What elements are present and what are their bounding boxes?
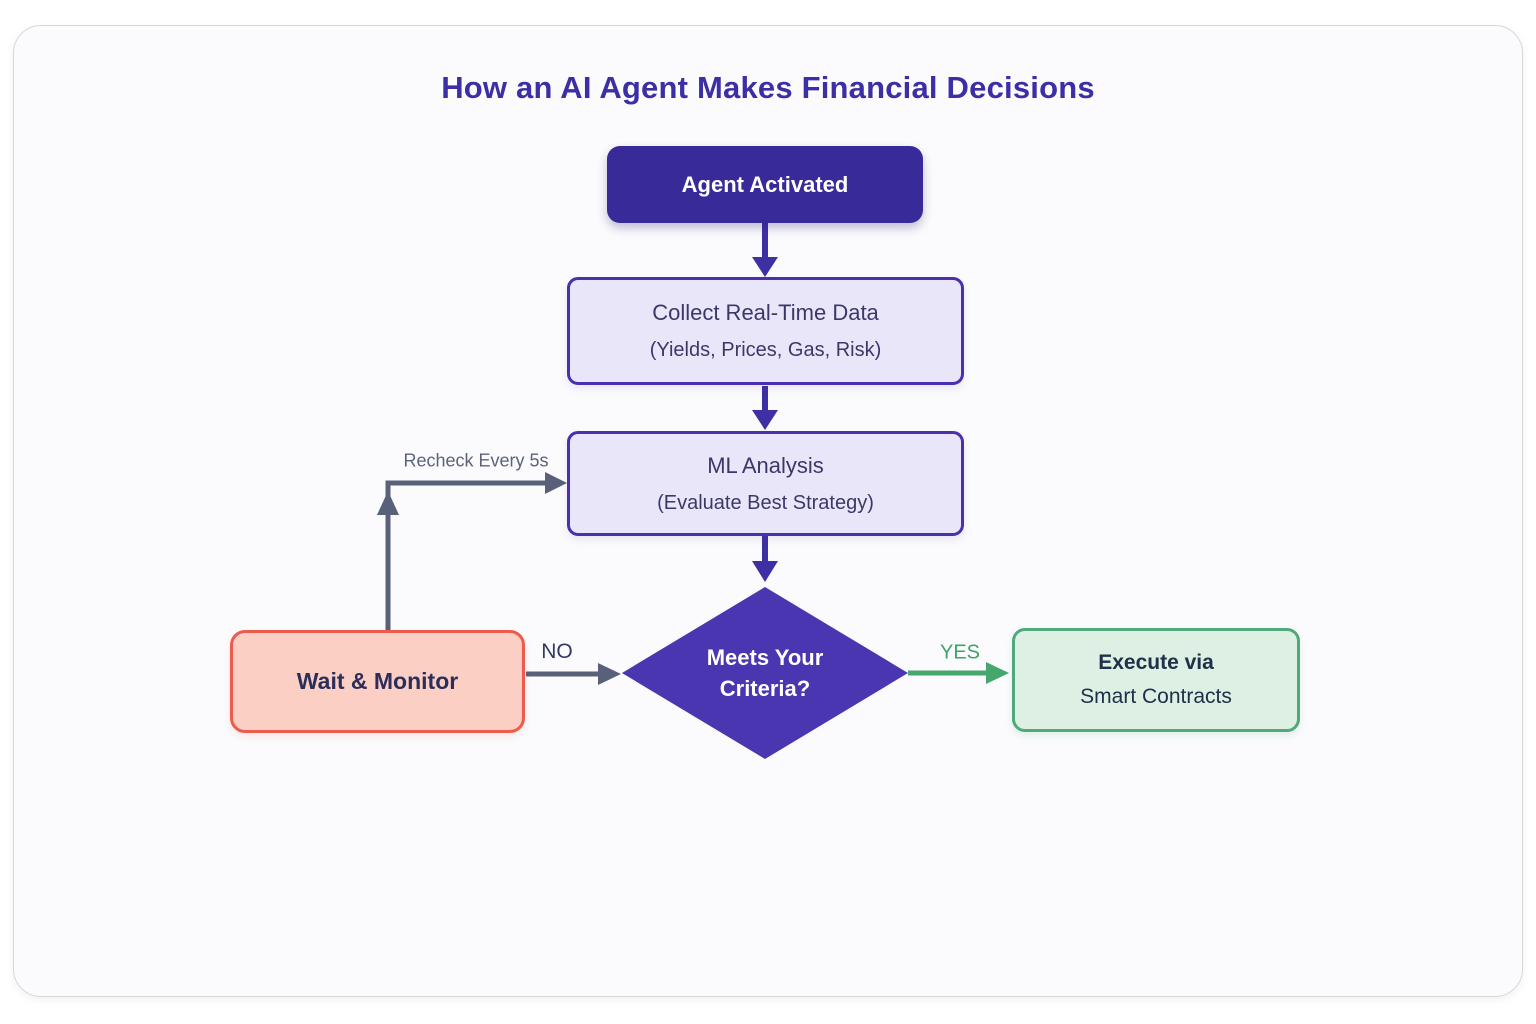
node-agent-activated-label: Agent Activated: [681, 171, 849, 197]
edge-label-no: NO: [541, 640, 573, 663]
node-ml-analysis: ML Analysis (Evaluate Best Strategy): [567, 431, 964, 536]
edge-label-recheck: Recheck Every 5s: [403, 450, 549, 471]
node-decision-line1: Meets Your: [706, 645, 824, 670]
node-decision-line2: Criteria?: [719, 676, 811, 701]
node-wait-monitor: Wait & Monitor: [230, 630, 525, 733]
node-execute-title: Execute via: [1098, 651, 1214, 674]
node-wait-monitor-label: Wait & Monitor: [296, 668, 459, 694]
edge-label-yes: YES: [939, 641, 981, 664]
node-execute-subtitle: Smart Contracts: [1080, 685, 1232, 708]
node-collect-data-subtitle: (Yields, Prices, Gas, Risk): [649, 339, 882, 361]
node-ml-analysis-subtitle: (Evaluate Best Strategy): [657, 491, 874, 514]
node-agent-activated: Agent Activated: [607, 146, 923, 223]
node-ml-analysis-title: ML Analysis: [707, 452, 824, 478]
node-collect-data-title: Collect Real-Time Data: [652, 300, 879, 325]
node-collect-data: Collect Real-Time Data (Yields, Prices, …: [567, 277, 964, 385]
diagram-title: How an AI Agent Makes Financial Decision…: [441, 70, 1095, 105]
node-execute-smart-contracts: Execute via Smart Contracts: [1012, 628, 1300, 732]
